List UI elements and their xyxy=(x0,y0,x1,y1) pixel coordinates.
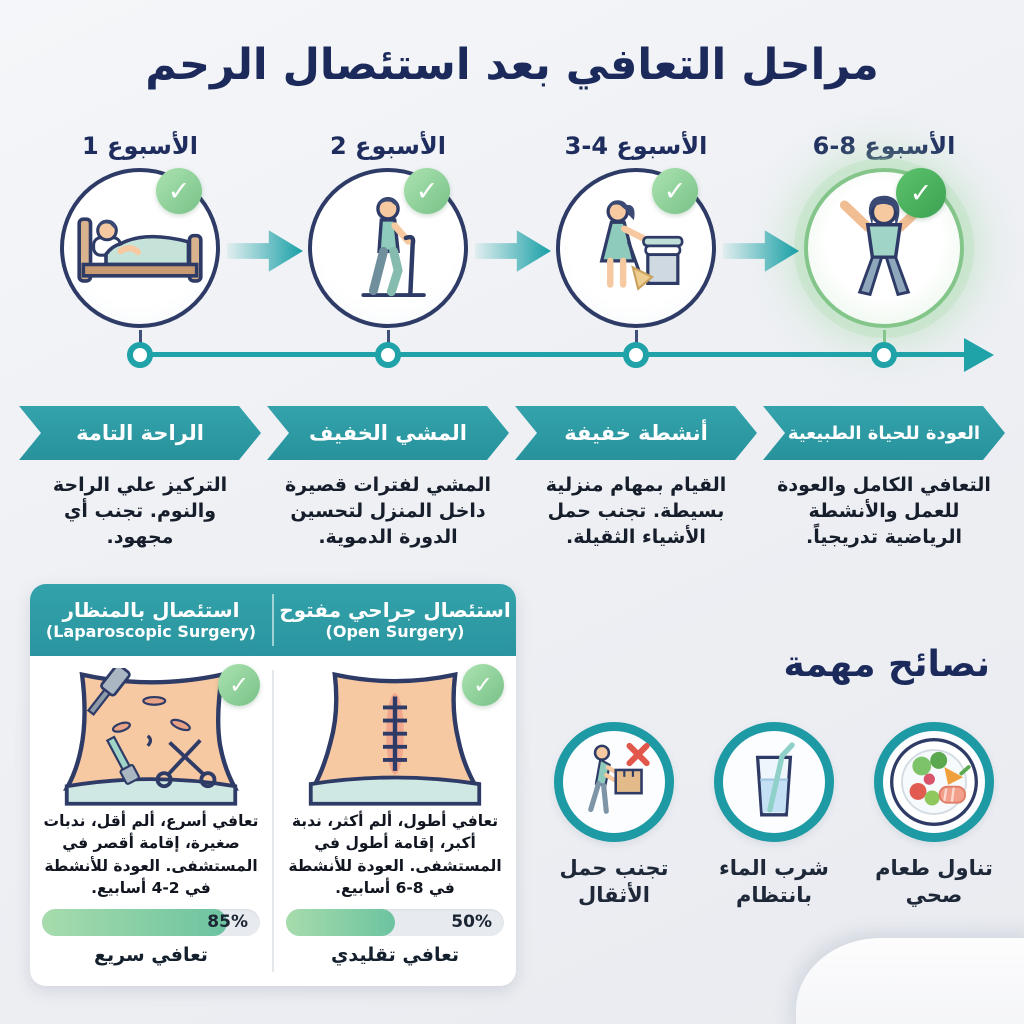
stage-circle-week6-8: ✓ xyxy=(804,168,964,328)
drink-water-icon xyxy=(755,742,795,817)
stage-banners-row: الراحة التامة المشي الخفيف أنشطة خفيفة ا… xyxy=(16,406,1008,460)
stage-description-3: القيام بمهام منزلية بسيطة. تجنب حمل الأش… xyxy=(545,474,727,549)
tip-healthy-food: تناول طعام صحي xyxy=(860,722,1008,910)
corner-decoration xyxy=(796,938,1024,1024)
timeline-node xyxy=(871,342,897,368)
laparoscopic-illustration: ✓ xyxy=(58,664,260,806)
stage-description-1: التركيز علي الراحة والنوم. تجنب أي مجهود… xyxy=(52,474,228,549)
no-heavy-lifting-icon xyxy=(588,742,650,814)
check-icon: ✓ xyxy=(462,664,504,706)
progress-percent: 50% xyxy=(451,912,492,933)
tip-label: شرب الماء بانتظام xyxy=(719,856,829,908)
laparoscopic-column: ✓ تعافي أسرع، ألم أقل، ندبات صغيرة، إقام… xyxy=(30,656,272,986)
tips-title: نصائح مهمة xyxy=(783,644,990,685)
banner-light-walking: المشي الخفيف xyxy=(267,406,509,460)
tip-circle xyxy=(874,722,994,842)
laparoscopic-recovery-label: تعافي سريع xyxy=(94,943,208,966)
open-surgery-title-ar: استئصال جراحي مفتوح xyxy=(279,597,511,622)
banner-complete-rest: الراحة التامة xyxy=(19,406,261,460)
header-divider xyxy=(272,594,274,646)
banner-light-activities: أنشطة خفيفة xyxy=(515,406,757,460)
laparoscopic-abdomen-icon xyxy=(63,668,239,806)
laparoscopic-title-en: (Laparoscopic Surgery) xyxy=(45,621,257,641)
stage-description-2: المشي لفترات قصيرة داخل المنزل لتحسين ال… xyxy=(284,474,492,549)
light-housework-icon xyxy=(599,200,684,291)
tip-drink-water: شرب الماء بانتظام xyxy=(700,722,848,910)
tips-row: تجنب حمل الأثقال شرب الماء بانتظام xyxy=(540,722,1008,910)
stage-description-4: التعافي الكامل والعودة للعمل والأنشطة ال… xyxy=(777,474,991,549)
timeline-connector xyxy=(386,330,390,344)
red-x-icon xyxy=(626,742,650,767)
stage-circle-week2: ✓ xyxy=(308,168,468,328)
stage-circle-week3-4: ✓ xyxy=(556,168,716,328)
header-laparoscopic: استئصال بالمنظار (Laparoscopic Surgery) xyxy=(30,597,272,641)
comparison-body: ✓ تعافي أسرع، ألم أقل، ندبات صغيرة، إقام… xyxy=(30,656,516,986)
timeline-connector xyxy=(634,330,638,344)
timeline-connector xyxy=(138,330,142,344)
open-surgery-description: تعافي أطول، ألم أكثر، ندبة أكبر، إقامة أ… xyxy=(288,812,502,898)
tip-label: تجنب حمل الأثقال xyxy=(559,856,669,908)
timeline-line xyxy=(140,352,968,357)
healthy-food-icon xyxy=(890,738,978,826)
timeline-node xyxy=(623,342,649,368)
progress-fill xyxy=(286,908,395,936)
bed-rest-icon xyxy=(77,217,203,283)
timeline-node xyxy=(375,342,401,368)
open-surgery-progress-bar: 50% xyxy=(286,908,504,936)
check-icon: ✓ xyxy=(652,168,698,214)
week-label-2: الأسبوع 2 xyxy=(330,132,446,160)
progress-fill xyxy=(42,908,228,936)
week-labels-row: الأسبوع 1 الأسبوع 2 الأسبوع 4-3 الأسبوع … xyxy=(16,132,1008,160)
open-surgery-illustration: ✓ xyxy=(302,664,504,806)
open-surgery-column: ✓ تعافي أطول، ألم أكثر، ندبة أكبر، إقامة… xyxy=(274,656,516,986)
stage-descriptions-row: التركيز علي الراحة والنوم. تجنب أي مجهود… xyxy=(16,472,1008,551)
open-surgery-abdomen-icon xyxy=(308,671,482,806)
check-icon: ✓ xyxy=(896,168,946,218)
tip-no-heavy-lifting: تجنب حمل الأثقال xyxy=(540,722,688,910)
surgery-comparison-card: استئصال بالمنظار (Laparoscopic Surgery) … xyxy=(30,584,516,986)
check-icon: ✓ xyxy=(156,168,202,214)
open-surgery-recovery-label: تعافي تقليدي xyxy=(331,943,459,966)
timeline-connector xyxy=(882,330,886,344)
timeline-arrowhead-icon xyxy=(964,338,994,372)
stage-circle-week1: ✓ xyxy=(60,168,220,328)
tip-circle xyxy=(714,722,834,842)
stage-icons-row: ✓ ✓ xyxy=(16,168,1008,328)
comparison-header: استئصال بالمنظار (Laparoscopic Surgery) … xyxy=(30,584,516,656)
week-label-1: الأسبوع 1 xyxy=(82,132,198,160)
header-open-surgery: استئصال جراحي مفتوح (Open Surgery) xyxy=(274,597,516,641)
timeline-node xyxy=(127,342,153,368)
progress-percent: 85% xyxy=(207,912,248,933)
check-icon: ✓ xyxy=(218,664,260,706)
banner-return-to-normal: العودة للحياة الطبيعية xyxy=(763,406,1005,460)
week-label-4: الأسبوع 8-6 xyxy=(812,132,956,160)
check-icon: ✓ xyxy=(404,168,450,214)
laparoscopic-progress-bar: 85% xyxy=(42,908,260,936)
week-label-3: الأسبوع 4-3 xyxy=(564,132,708,160)
laparoscopic-description: تعافي أسرع، ألم أقل، ندبات صغيرة، إقامة … xyxy=(43,812,259,898)
page-title: مراحل التعافي بعد استئصال الرحم xyxy=(145,40,879,90)
tip-label: تناول طعام صحي xyxy=(875,856,993,908)
walking-cane-icon xyxy=(361,197,426,297)
column-divider xyxy=(272,670,274,972)
open-surgery-title-en: (Open Surgery) xyxy=(325,621,465,641)
laparoscopic-title-ar: استئصال بالمنظار xyxy=(62,597,240,622)
tip-circle xyxy=(554,722,674,842)
